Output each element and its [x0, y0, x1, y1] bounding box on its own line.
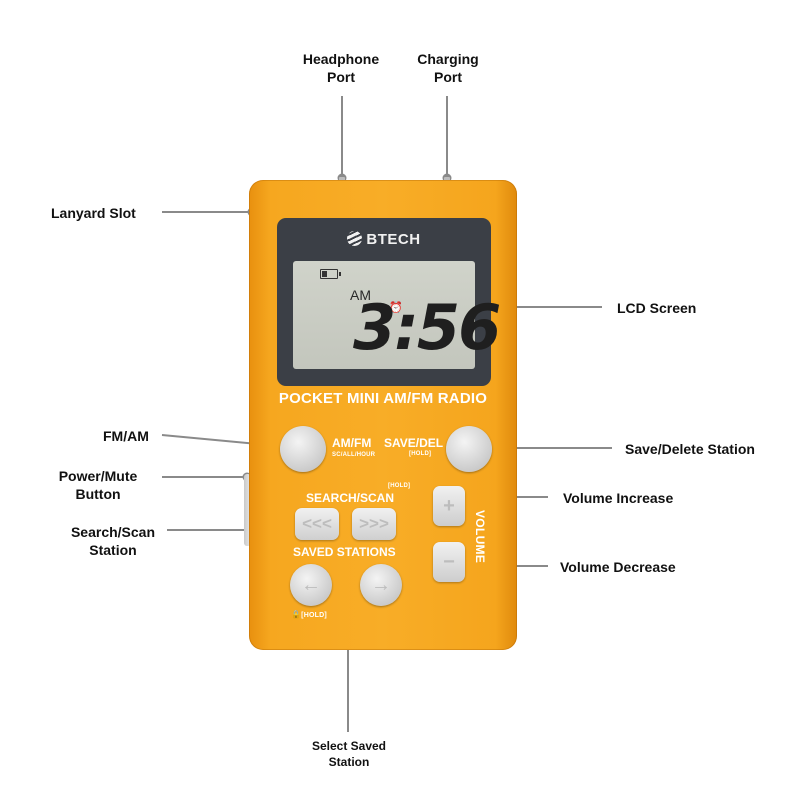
- search-scan-label: SEARCH/SCAN: [306, 491, 395, 505]
- callout-select-saved-text: Select Saved Station: [311, 739, 387, 769]
- callout-power-mute-text: Power/Mute Button: [58, 468, 138, 502]
- save-del-sublabel: [HOLD]: [409, 451, 432, 457]
- callout-select-saved-station: Select Saved Station: [296, 738, 402, 770]
- callout-save-delete-station: Save/Delete Station: [625, 441, 755, 457]
- saved-prev-button[interactable]: ←: [290, 564, 332, 606]
- am-fm-button[interactable]: [280, 426, 326, 472]
- arrow-left-icon: ←: [301, 574, 321, 596]
- battery-icon: [320, 269, 341, 279]
- callout-charging-port: Charging Port: [402, 50, 494, 86]
- callout-search-scan-station: Search/Scan Station: [56, 523, 170, 559]
- brand-logo: BTECH: [277, 231, 491, 248]
- clock-display: 3:56: [353, 291, 501, 364]
- search-scan-sublabel: [HOLD]: [388, 483, 411, 489]
- callout-lcd-screen: LCD Screen: [617, 300, 697, 316]
- lcd-bezel: BTECH AM ⏰ 3:56: [277, 218, 501, 386]
- power-mute-switch[interactable]: [244, 474, 251, 546]
- callout-charging-port-text: Charging Port: [417, 51, 479, 85]
- save-del-button[interactable]: [446, 426, 492, 472]
- scan-back-button[interactable]: <<<: [295, 508, 339, 540]
- callout-fm-am: FM/AM: [103, 428, 149, 444]
- scan-forward-button[interactable]: >>>: [352, 508, 396, 540]
- am-fm-sublabel: SC/ALL/HOUR: [332, 452, 376, 458]
- saved-next-button[interactable]: →: [360, 564, 402, 606]
- model-label: POCKET MINI AM/FM RADIO: [278, 390, 488, 407]
- callout-headphone-port-text: Headphone Port: [302, 51, 380, 85]
- callout-search-scan-text: Search/Scan Station: [70, 524, 156, 558]
- charging-port: [444, 177, 450, 181]
- save-del-label: SAVE/DEL: [384, 436, 444, 450]
- callout-volume-decrease: Volume Decrease: [560, 559, 676, 575]
- radio-body: BTECH AM ⏰ 3:56 POCKET MINI AM/FM RADIO …: [249, 180, 517, 650]
- callout-lanyard-slot: Lanyard Slot: [51, 205, 136, 221]
- lcd-screen: AM ⏰ 3:56: [293, 261, 501, 369]
- arrow-right-icon: →: [371, 574, 391, 596]
- callout-power-mute-button: Power/Mute Button: [44, 467, 152, 503]
- lock-hold-text: [HOLD]: [301, 612, 327, 619]
- volume-down-button[interactable]: −: [433, 542, 465, 582]
- saved-stations-label: SAVED STATIONS: [293, 545, 396, 559]
- callout-volume-increase: Volume Increase: [563, 490, 674, 506]
- lock-hold-label: 🔒[HOLD]: [291, 610, 327, 619]
- brand-name: BTECH: [366, 231, 421, 248]
- lock-icon: 🔒: [291, 610, 302, 619]
- callout-headphone-port: Headphone Port: [293, 50, 389, 86]
- volume-up-button[interactable]: +: [433, 486, 465, 526]
- band-indicator: AM: [350, 287, 371, 303]
- headphone-port: [339, 177, 345, 181]
- alarm-icon: ⏰: [389, 302, 403, 314]
- volume-label: VOLUME: [473, 510, 487, 564]
- am-fm-label: AM/FM: [332, 436, 372, 450]
- brand-globe-icon: [347, 231, 363, 246]
